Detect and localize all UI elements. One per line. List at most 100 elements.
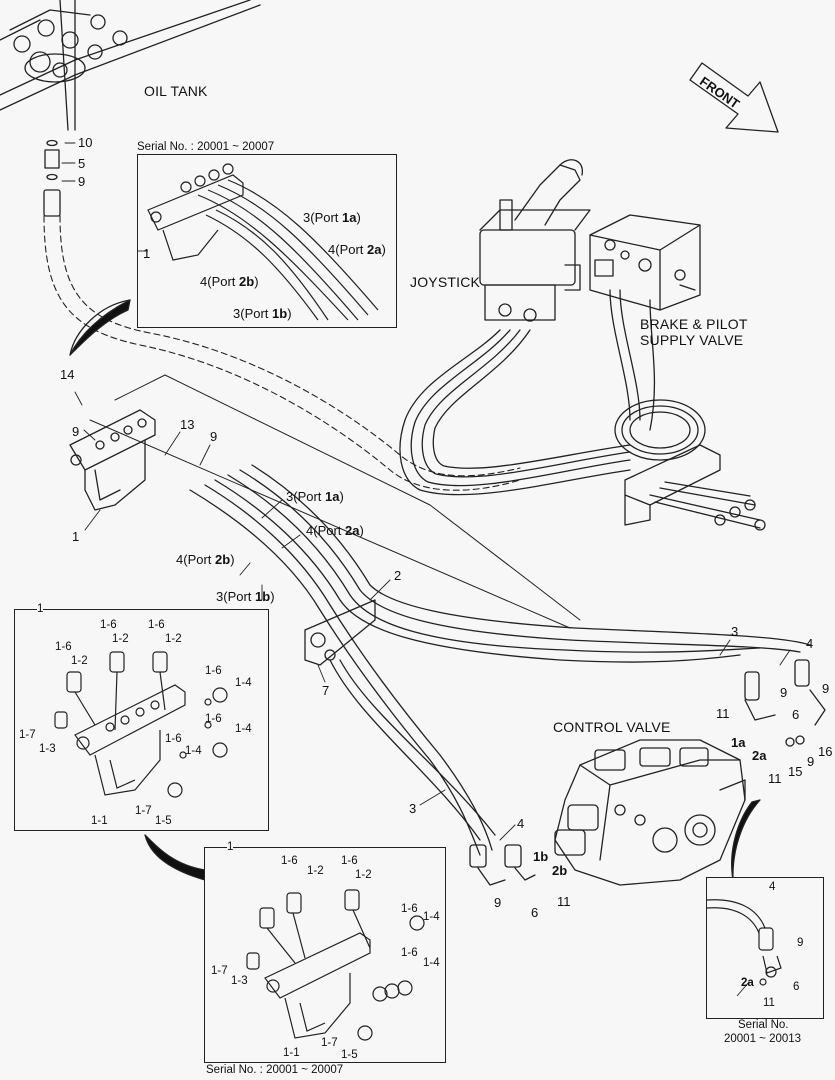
- callout: 4: [806, 636, 814, 651]
- callout: 2: [394, 568, 402, 583]
- callout-port-1b: 3(Port 1b): [216, 589, 275, 604]
- inset-bottom-label: 1-6: [341, 855, 358, 867]
- callout: 3: [731, 624, 739, 639]
- callout: 7: [322, 683, 330, 698]
- serial-right-2: 20001 ~ 20013: [724, 1033, 802, 1045]
- inset-left-label: 1-5: [155, 815, 172, 827]
- serial-top: Serial No. : 20001 ~ 20007: [137, 141, 275, 153]
- tank-fittings: [43, 139, 61, 217]
- inset-top-label-3-port1b: 3(Port 1b): [233, 306, 292, 321]
- serial-right-1: Serial No.: [738, 1019, 789, 1031]
- label-control-valve: CONTROL VALVE: [553, 719, 671, 735]
- callout: 9: [780, 685, 788, 700]
- inset-top: 1 3(Port 1a) 4(Port 2a) 4(Port 2b) 3(Por…: [136, 154, 397, 328]
- control-valve-fittings: [469, 659, 826, 886]
- control-valve-drawing: [554, 739, 746, 886]
- inset-left-drawing: [54, 651, 228, 798]
- label-oil-tank: OIL TANK: [144, 83, 208, 99]
- inset-left-label: 1-4: [235, 677, 252, 689]
- joystick-hose-bundle: [399, 289, 656, 496]
- inset-left-label: 1-1: [91, 815, 108, 827]
- inset-bottom-label: 1-4: [423, 911, 440, 923]
- callout: 16: [818, 744, 833, 759]
- inset-top-label-4-port2b: 4(Port 2b): [200, 274, 259, 289]
- callout: 9: [822, 681, 830, 696]
- inset-top-label-3-port1a: 3(Port 1a): [303, 210, 361, 225]
- inset-bottom-label: 1-7: [321, 1037, 338, 1049]
- callout: 9: [72, 424, 80, 439]
- inset-left-label: 1-7: [135, 805, 152, 817]
- callout-port: 1a: [731, 735, 746, 750]
- hose-coil-bracket: [614, 399, 766, 531]
- inset-left-label: 1-6: [165, 733, 182, 745]
- inset-right-label: 11: [763, 997, 775, 1009]
- inset-top-drawing: [136, 163, 379, 321]
- inset-left-label: 1-6: [100, 619, 117, 631]
- callout-port-2a: 4(Port 2a): [306, 523, 364, 538]
- callout: 10: [78, 135, 93, 150]
- callout: 6: [531, 905, 539, 920]
- inset-left-label: 1-6: [55, 641, 72, 653]
- suction-hose: [43, 215, 521, 491]
- inset-right-label: 9: [797, 937, 804, 949]
- callout-port-2b: 4(Port 2b): [176, 552, 235, 567]
- callout: 9: [494, 895, 502, 910]
- label-joystick: JOYSTICK: [410, 274, 481, 290]
- callout: 9: [78, 174, 86, 189]
- inset-bottom-label: 1-7: [211, 965, 228, 977]
- inset-left-label: 1-6: [148, 619, 165, 631]
- inset-right-label: 6: [793, 981, 800, 993]
- hose-clamp: [304, 599, 376, 666]
- callout: 9: [210, 429, 218, 444]
- inset-left-label: 1-3: [39, 743, 56, 755]
- inset-right-drawing: [706, 899, 782, 997]
- inset-left-label: 1-6: [205, 665, 222, 677]
- oil-tank-drawing: [0, 0, 261, 131]
- inset-bottom-label: 1-6: [401, 903, 418, 915]
- callout: 1: [72, 529, 80, 544]
- inset-bottom-label: 1-1: [283, 1047, 300, 1059]
- callout-port: 1b: [533, 849, 549, 864]
- callout: 11: [557, 894, 571, 909]
- inset-left-label: 1-6: [205, 713, 222, 725]
- front-arrow: [689, 62, 779, 133]
- callout: 15: [788, 764, 803, 779]
- inset-left-label: 1-2: [71, 655, 88, 667]
- main-hose-bundle: [189, 464, 811, 856]
- inset-left-label: 1-4: [185, 745, 202, 757]
- inset-bottom-label: 1-2: [355, 869, 372, 881]
- inset-left-label: 1-4: [235, 723, 252, 735]
- callout-port: 2a: [752, 748, 767, 763]
- inset-left-title: 1: [37, 602, 44, 616]
- inset-right-label: 4: [769, 881, 776, 893]
- callout: 9: [807, 754, 815, 769]
- inset-bottom-label: 1-3: [231, 975, 248, 987]
- inset-left-label: 1-7: [19, 729, 36, 741]
- main-bracket: [69, 409, 156, 511]
- callout: 4: [517, 816, 525, 831]
- inset-top-label-4-port2a: 4(Port 2a): [328, 242, 386, 257]
- brake-valve-drawing: [589, 214, 701, 311]
- inset-bottom-label: 1-6: [281, 855, 298, 867]
- callout-port-1a: 3(Port 1a): [286, 489, 344, 504]
- callout: 11: [716, 706, 730, 721]
- inset-left: 1 1-6 1-2 1-6 1-2 1-6 1-2 1-6 1-4 1-6 1-…: [14, 602, 269, 831]
- inset-bottom-label: 1-4: [423, 957, 440, 969]
- inset-left-label: 1-2: [165, 633, 182, 645]
- inset-bottom: 1 1-6 1-2 1-6 1-2 1-6 1-4 1-6 1-4 1-7 1-…: [204, 840, 446, 1063]
- inset-top-label-1: 1: [143, 246, 151, 261]
- inset-bottom-label: 1-6: [401, 947, 418, 959]
- callout-port: 2b: [552, 863, 568, 878]
- callout: 11: [768, 771, 782, 786]
- callout: 14: [60, 367, 75, 382]
- callout: 5: [78, 156, 86, 171]
- label-brake-1: BRAKE & PILOT: [640, 316, 748, 332]
- inset-right: 4 9 2a 6 11: [706, 877, 824, 1019]
- serial-bottom: Serial No. : 20001 ~ 20007: [206, 1064, 344, 1076]
- label-brake-2: SUPPLY VALVE: [640, 332, 744, 348]
- callout: 6: [792, 707, 800, 722]
- inset-right-label: 2a: [741, 977, 754, 989]
- inset-bottom-label: 1-2: [307, 865, 324, 877]
- inset-bottom-drawing: [246, 889, 425, 1041]
